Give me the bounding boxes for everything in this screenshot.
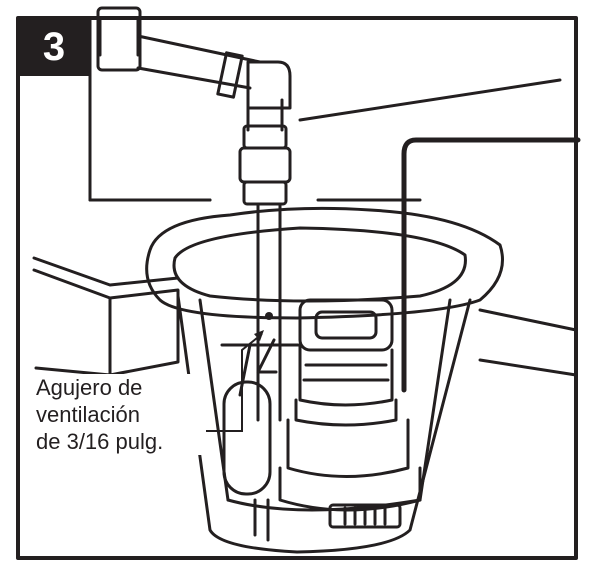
pump-inlet-screen: [328, 503, 402, 529]
callout-arrowhead: [254, 330, 264, 341]
callout-leader: [200, 333, 263, 432]
float-body: [222, 380, 272, 496]
vent-hole-callout: Agujero de ventilación de 3/16 pulg.: [36, 374, 206, 455]
float-rod-guide: [256, 338, 278, 374]
pipe-horizontal: [136, 34, 262, 90]
pump-screen-grille: [343, 506, 387, 526]
pipe-coupling: [216, 51, 244, 99]
pump-handle: [298, 298, 394, 352]
pump-motor-ribs: [302, 363, 390, 382]
step-number: 3: [42, 25, 66, 69]
floor-right-1: [478, 308, 578, 332]
pump-motor-top: [298, 348, 394, 407]
basin-rim-inner: [172, 226, 467, 303]
pump-base: [278, 466, 422, 512]
check-valve-top: [242, 124, 288, 150]
basin-rim-outer: [145, 206, 504, 320]
floor-slab-side: [108, 288, 180, 377]
floor-slab-top: [32, 256, 180, 287]
pipe-elbow-right: [246, 60, 292, 110]
pipe-elbow-top: [96, 6, 142, 72]
callout-line-1: Agujero de: [36, 375, 143, 400]
figure-frame: [16, 16, 578, 560]
pump-feet: [253, 498, 270, 542]
pump-handle-inner: [314, 310, 378, 340]
check-valve-body: [238, 146, 292, 184]
floor-slab-front: [32, 268, 112, 377]
basin-inner-wall: [198, 298, 452, 502]
pump-collar: [294, 398, 398, 427]
step-number-badge: 3: [18, 18, 90, 76]
floor-right-2: [478, 358, 578, 377]
power-cord: [401, 137, 581, 393]
basin-left-wall: [176, 294, 472, 554]
pipe-vertical-top: [98, 18, 140, 57]
check-valve-bottom: [242, 180, 288, 206]
wall-diagonal: [298, 78, 562, 122]
callout-line-3: de 3/16 pulg.: [36, 429, 164, 454]
float-arm: [220, 343, 302, 357]
pump-body: [286, 418, 410, 478]
callout-line-2: ventilación: [36, 402, 140, 427]
